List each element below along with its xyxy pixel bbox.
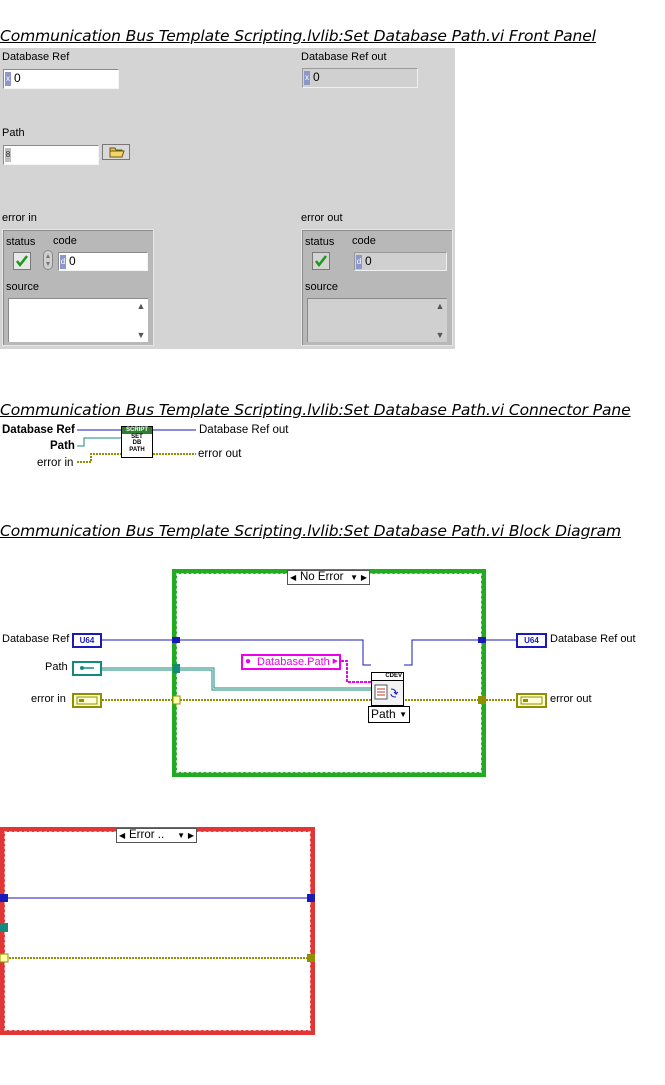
source-label: source [305,281,339,293]
code-increment-stepper[interactable] [43,250,53,270]
status-label: status [305,236,335,248]
property-dropdown-icon[interactable]: ▼ [399,710,407,719]
prev-case-icon[interactable]: ◀ [119,831,126,840]
database-ref-out-terminal-label: Database Ref out [550,633,636,645]
connector-input-path: Path [50,440,75,452]
front-panel-heading: Communication Bus Template Scripting.lvl… [0,27,596,45]
subvi-icon-banner: SCRIPT [122,427,152,434]
case-dropdown-icon[interactable]: ▼ [177,831,185,840]
property-node-header: CDEV [372,673,403,681]
block-diagram-heading: Communication Bus Template Scripting.lvl… [0,522,621,540]
browse-button[interactable] [102,144,130,160]
database-path-constant-text: Database.Path [257,656,330,668]
status-label: status [6,236,36,248]
path-type-icon [80,666,94,670]
error-in-code-field[interactable]: d 0 [58,252,148,271]
prev-case-icon[interactable]: ◀ [290,573,297,582]
case-selector-label: No Error [300,571,344,583]
path-label: Path [2,127,25,139]
path-glyph-icon: 8 [5,148,11,162]
case-selector-label: Error .. [129,829,165,841]
connector-pane-heading: Communication Bus Template Scripting.lvl… [0,401,631,419]
code-label: code [352,235,376,247]
subvi-icon: SCRIPT SET DB PATH [121,426,153,458]
subvi-icon-line: SET [131,433,143,440]
connector-wires [77,429,196,463]
property-node-glyph-icon [374,684,399,700]
case-dropdown-icon[interactable]: ▼ [350,573,358,582]
checkmark-icon [315,255,327,268]
connector-input-error-in: error in [37,457,74,469]
database-ref-out-label: Database Ref out [301,51,387,63]
next-case-icon[interactable]: ▶ [187,831,194,840]
error-out-terminal-label: error out [550,693,592,705]
error-in-terminal[interactable] [72,693,102,708]
database-ref-label: Database Ref [2,51,70,63]
radix-indicator[interactable]: x [304,71,310,85]
case-selector-no-error[interactable]: ◀ No Error ▼ ▶ [287,570,370,585]
scroll-down-icon[interactable]: ▼ [435,330,445,340]
database-ref-terminal[interactable]: U64 [72,633,102,648]
error-out-code-field: d 0 [354,252,447,271]
subvi-icon-line: DB [132,440,142,446]
error-in-label: error in [2,212,37,224]
database-ref-out-terminal[interactable]: U64 [516,633,547,648]
error-out-terminal[interactable] [516,693,547,708]
error-out-cluster: status code d 0 source ▲ ▼ [301,229,453,346]
database-ref-control[interactable]: x 0 [3,69,119,89]
database-path-constant[interactable]: ● Database.Path ▶ [241,654,341,670]
database-ref-out-value: 0 [313,70,320,84]
folder-icon [109,147,125,158]
error-cluster-icon [520,696,543,705]
property-name: Path [371,707,396,721]
scroll-up-icon[interactable]: ▲ [136,301,146,311]
error-cluster-icon [76,696,98,705]
radix-indicator[interactable]: x [5,72,11,86]
code-label: code [53,235,77,247]
front-panel: Database Ref x 0 Database Ref out x 0 Pa… [0,48,455,349]
u64-type-tag: U64 [79,636,95,645]
path-terminal-label: Path [45,661,68,673]
u64-type-tag: U64 [524,636,539,645]
error-in-terminal-label: error in [31,693,66,705]
status-checkbox[interactable] [13,252,31,270]
radix-indicator[interactable]: d [356,255,362,269]
subvi-icon-line: PATH [129,446,145,453]
status-led [312,252,330,270]
case-selector-error[interactable]: ◀ Error .. ▼ ▶ [116,828,197,843]
property-selector[interactable]: Path ▼ [368,706,410,723]
connector-pane: Database Ref Path error in Database Ref … [0,420,665,480]
error-in-source-field[interactable]: ▲ ▼ [8,298,148,342]
connector-output-error-out: error out [198,448,242,460]
source-label: source [6,281,40,293]
error-in-cluster: status code d 0 source ▲ ▼ [2,229,154,346]
error-in-code-value: 0 [69,254,76,268]
scroll-up-icon[interactable]: ▲ [435,301,445,311]
stepper-arrows-icon [46,254,50,266]
checkmark-icon [16,255,28,268]
database-ref-terminal-label: Database Ref [2,633,70,645]
path-terminal[interactable] [72,661,102,676]
property-node[interactable]: CDEV [371,672,404,706]
error-out-label: error out [301,212,343,224]
constant-arrow-icon: ▶ [332,658,338,665]
connector-output-database-ref-out: Database Ref out [199,424,289,436]
scroll-down-icon[interactable]: ▼ [136,330,146,340]
radix-indicator[interactable]: d [60,255,66,269]
next-case-icon[interactable]: ▶ [360,573,367,582]
database-ref-out-indicator: x 0 [302,68,418,88]
error-out-source-field: ▲ ▼ [307,298,447,342]
diagram-wires [0,637,516,963]
globe-icon: ● [245,656,252,667]
path-control[interactable]: 8 [3,145,99,165]
connector-input-database-ref: Database Ref [2,424,75,436]
database-ref-value: 0 [14,71,21,85]
error-out-code-value: 0 [365,254,372,268]
